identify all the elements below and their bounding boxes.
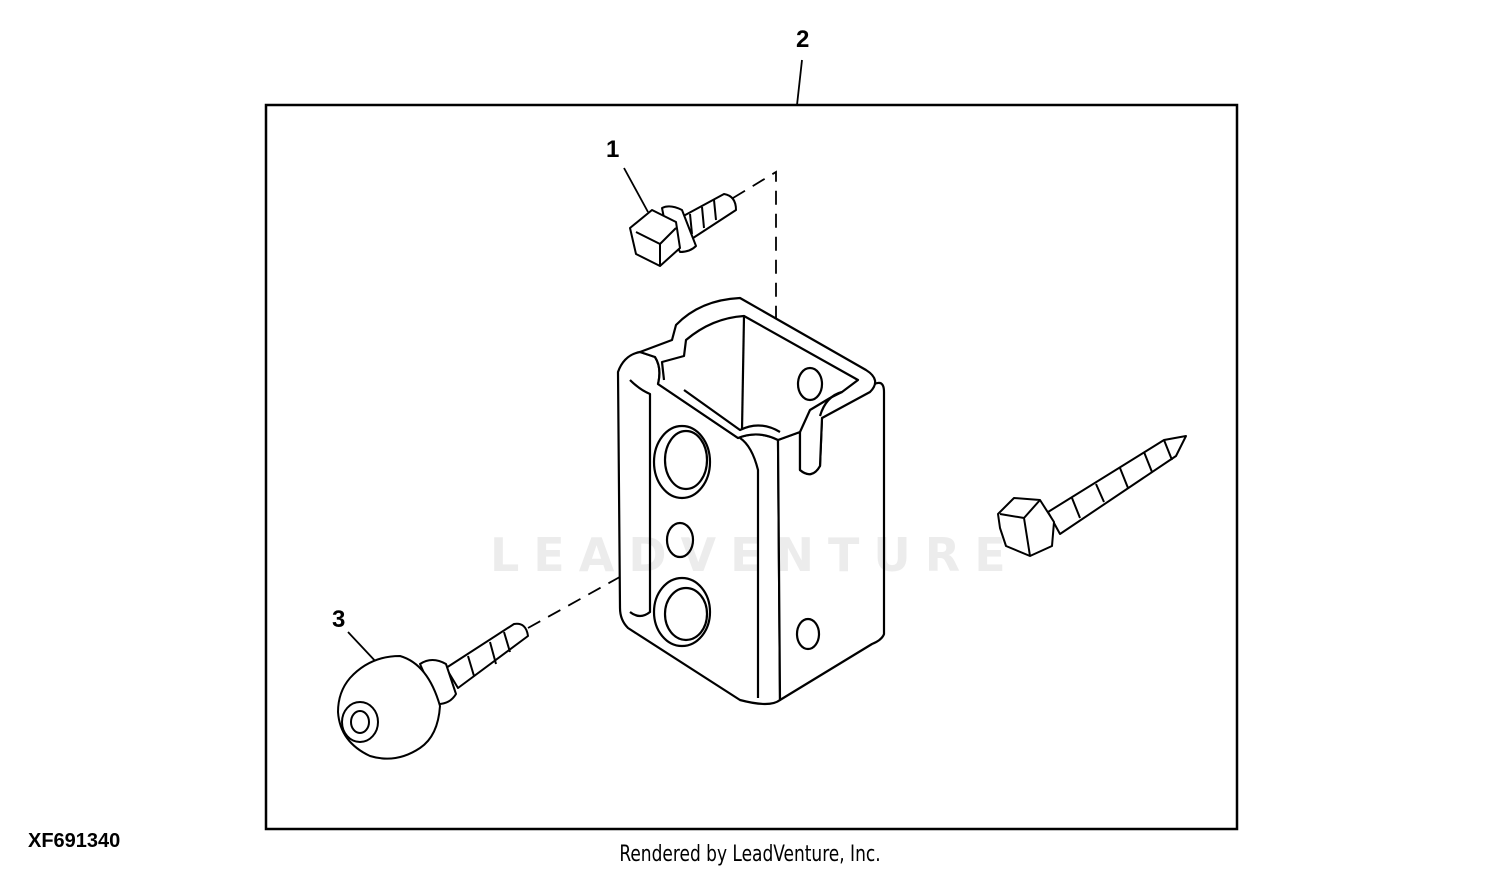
bolt-hex-long	[997, 435, 1187, 557]
leader-3	[347, 631, 379, 665]
handle-knob	[337, 622, 529, 760]
kit-frame	[264, 103, 1239, 831]
watermark-text: LEADVENTURE	[490, 528, 1020, 582]
callout-3: 3	[332, 606, 346, 633]
callout-2: 2	[796, 26, 810, 53]
bracket-tube	[616, 296, 886, 706]
bolt-flanged	[629, 193, 737, 267]
alignment-line-knob	[527, 547, 673, 629]
leader-2	[796, 59, 803, 106]
callout-1: 1	[606, 136, 620, 163]
render-credit: Rendered by LeadVenture, Inc.	[619, 842, 881, 867]
figure-code: XF691340	[28, 830, 121, 852]
leader-1	[623, 167, 649, 213]
